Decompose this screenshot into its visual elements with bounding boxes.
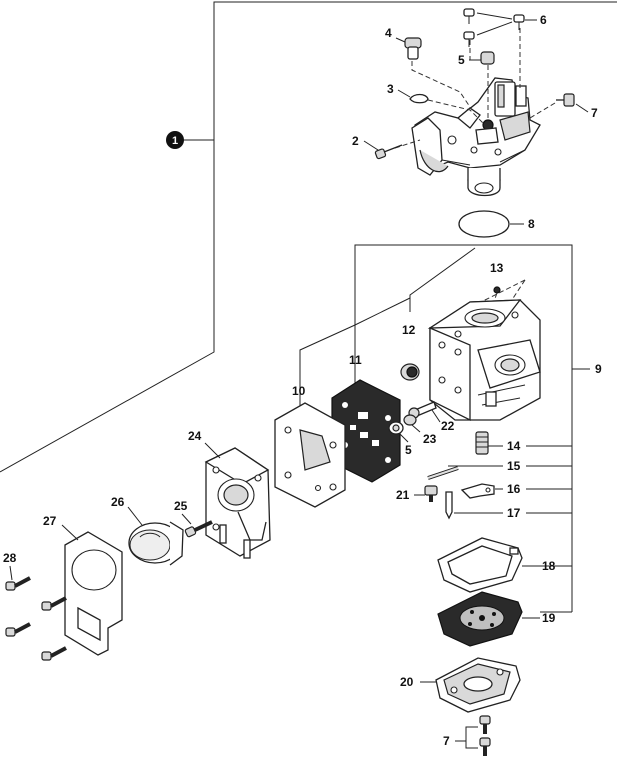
assembly-boundary	[0, 1, 617, 473]
cap-part-5-top	[469, 51, 495, 65]
screws-part-28	[5, 565, 67, 661]
pump-body-part-24	[204, 442, 271, 559]
callout-4: 4	[385, 26, 392, 40]
cover-part-20	[420, 657, 521, 713]
callout-3: 3	[387, 82, 394, 96]
screw-part-6	[463, 8, 537, 47]
callout-21: 21	[396, 488, 410, 502]
cap-part-5-mid	[388, 421, 409, 443]
callout-19: 19	[542, 611, 556, 625]
oring-part-8	[458, 210, 524, 238]
callout-27: 27	[43, 514, 57, 528]
plug-part-12	[400, 363, 420, 381]
callout-14: 14	[507, 439, 521, 453]
callout-6: 6	[540, 13, 547, 27]
screws-part-7-bottom	[455, 715, 491, 756]
assembly-callout-badge: 1	[166, 131, 184, 149]
pin-part-15	[427, 465, 503, 480]
spring-part-14	[475, 431, 503, 455]
callout-17: 17	[507, 506, 521, 520]
screw-part-7-top	[556, 93, 589, 113]
callout-23: 23	[423, 432, 437, 446]
gasket-part-10	[274, 402, 346, 508]
callout-7-bottom: 7	[443, 734, 450, 748]
screw-part-2	[363, 140, 403, 160]
callout-22: 22	[441, 419, 455, 433]
throttle-housing	[411, 77, 541, 197]
spring-part-23	[403, 414, 421, 433]
callout-13: 13	[490, 261, 504, 275]
screw-part-4	[395, 37, 422, 60]
callout-2: 2	[352, 134, 359, 148]
callout-26: 26	[111, 495, 125, 509]
clip-part-3	[397, 89, 429, 104]
callout-9: 9	[595, 362, 602, 376]
callout-8: 8	[528, 217, 535, 231]
callout-15: 15	[507, 459, 521, 473]
callout-24: 24	[188, 429, 202, 443]
callout-7-top: 7	[591, 106, 598, 120]
callout-18: 18	[542, 559, 556, 573]
screw-part-21	[414, 485, 438, 502]
callout-28: 28	[3, 551, 17, 565]
needle-part-17	[445, 491, 503, 520]
callout-20: 20	[400, 675, 414, 689]
cover-plate-part-27	[61, 524, 123, 656]
callout-5-mid: 5	[405, 443, 412, 457]
callout-10: 10	[292, 384, 306, 398]
callout-11: 11	[349, 353, 362, 367]
assembly-callout-label: 1	[172, 135, 178, 147]
diaphragm-part-19	[437, 591, 540, 647]
callout-12: 12	[402, 323, 416, 337]
callout-16: 16	[507, 482, 521, 496]
gasket-part-18	[437, 537, 540, 593]
screw-part-25	[181, 513, 213, 538]
callout-5-top: 5	[458, 53, 465, 67]
carburetor-body	[427, 299, 541, 422]
bracket-lines	[299, 244, 590, 613]
primer-bulb-part-26	[127, 506, 184, 566]
lever-part-16	[460, 483, 503, 499]
callout-25: 25	[174, 499, 188, 513]
